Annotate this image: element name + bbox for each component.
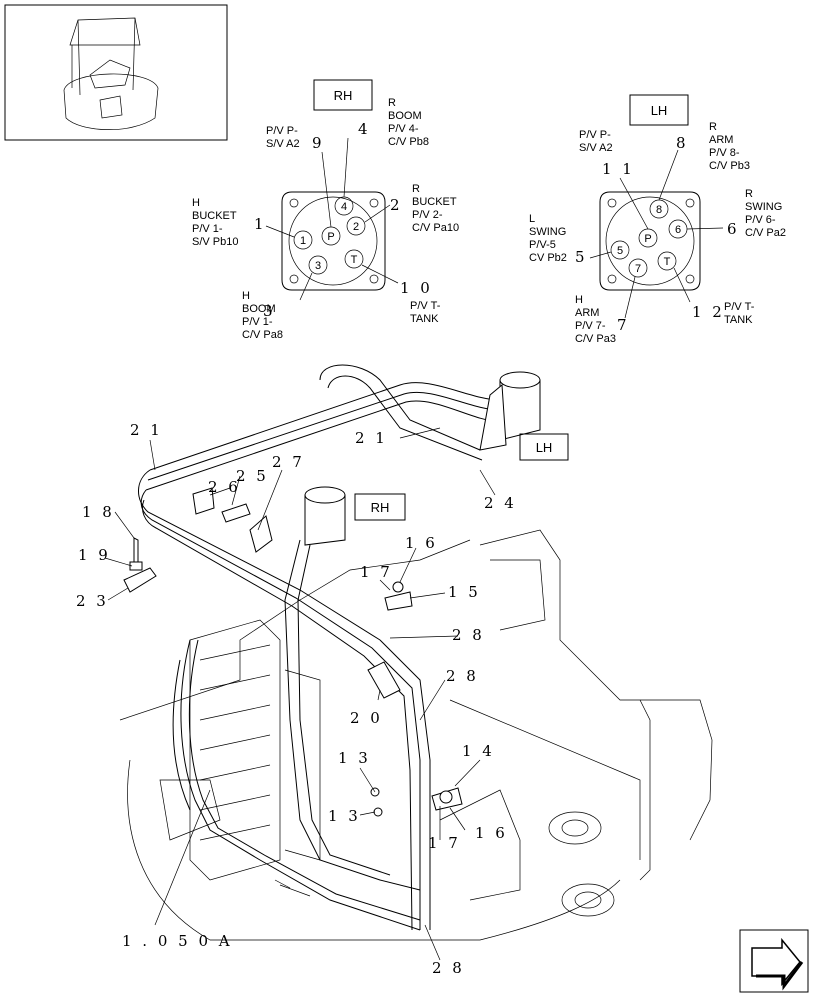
svg-text:T: T — [664, 256, 671, 268]
svg-text:4: 4 — [358, 120, 371, 138]
svg-text:6: 6 — [727, 220, 740, 238]
callout-26: 2 6 — [208, 478, 241, 496]
callout-25: 2 5 — [236, 467, 269, 485]
callout-21b: 2 1 — [355, 429, 388, 447]
callout-16a: 1 6 — [405, 534, 438, 552]
callout-28c: 2 8 — [432, 959, 465, 977]
rh-tag-box — [354, 493, 406, 521]
callout-13b: 1 3 — [328, 807, 361, 825]
svg-text:9: 9 — [312, 134, 325, 152]
svg-text:1 2: 1 2 — [692, 303, 725, 321]
rh-label-pvp: P/V P-S/V A2 — [266, 125, 300, 150]
lh-tag-box — [519, 433, 569, 461]
svg-text:5: 5 — [617, 245, 623, 257]
svg-text:1 1: 1 1 — [602, 160, 635, 178]
svg-text:T: T — [351, 254, 358, 266]
callout-23: 2 3 — [76, 592, 109, 610]
svg-text:7: 7 — [635, 263, 641, 275]
callout-14: 1 4 — [462, 742, 495, 760]
callout-27: 2 7 — [272, 453, 305, 471]
next-page-arrow-icon[interactable] — [739, 929, 809, 993]
svg-text:2: 2 — [390, 196, 403, 214]
rh-box-label: RH — [334, 88, 353, 103]
machine-thumbnail — [4, 4, 228, 141]
rh-tag: RH — [371, 500, 390, 515]
rh-box — [313, 79, 373, 111]
svg-text:7: 7 — [617, 316, 630, 334]
bolt-and-bracket — [123, 537, 157, 593]
grommets — [192, 487, 273, 553]
assembly-illustration: LH RH 2 1 2 1 2 4 2 6 2 5 2 — [76, 364, 713, 977]
svg-text:5: 5 — [575, 248, 588, 266]
lh-box — [629, 94, 689, 126]
callout-1050a: 1 . 0 5 0 A — [122, 932, 233, 950]
rh-pilot-valve-connector — [284, 486, 421, 891]
sleeve-20 — [367, 661, 401, 699]
clamp-15 — [384, 581, 413, 611]
svg-text:8: 8 — [676, 134, 689, 152]
callout-21a: 2 1 — [130, 421, 163, 439]
svg-text:2: 2 — [353, 221, 359, 233]
svg-text:P: P — [327, 231, 334, 243]
callout-labels: 2 1 2 1 2 4 2 6 2 5 2 7 1 8 1 9 2 3 1 6 … — [76, 421, 517, 977]
lh-label-pvp: P/V P-S/V A2 — [579, 129, 613, 154]
lh-box-label: LH — [651, 103, 668, 118]
callout-28b: 2 8 — [446, 667, 479, 685]
callout-16b: 1 6 — [475, 824, 508, 842]
lh-pilot-valve-connector — [479, 371, 541, 451]
svg-text:1: 1 — [254, 215, 267, 233]
svg-text:6: 6 — [675, 224, 681, 236]
callout-15: 1 5 — [448, 583, 481, 601]
svg-text:3: 3 — [315, 260, 321, 272]
svg-text:8: 8 — [656, 204, 662, 216]
callout-28a: 2 8 — [452, 626, 485, 644]
clamp-14 — [431, 787, 463, 811]
rh-label-tank: P/V T-TANK — [410, 300, 441, 325]
lh-label-tank: P/V T-TANK — [724, 301, 755, 326]
svg-text:1: 1 — [300, 235, 306, 247]
callout-17b: 1 7 — [428, 834, 461, 852]
callout-13a: 1 3 — [338, 749, 371, 767]
svg-text:1 0: 1 0 — [400, 279, 433, 297]
callout-24: 2 4 — [484, 494, 517, 512]
svg-text:4: 4 — [341, 201, 347, 213]
callout-17a: 1 7 — [360, 563, 393, 581]
callout-18: 1 8 — [82, 503, 115, 521]
callout-20: 2 0 — [350, 709, 383, 727]
callout-19: 1 9 — [78, 546, 111, 564]
svg-text:3: 3 — [263, 302, 276, 320]
svg-text:P: P — [644, 233, 651, 245]
lh-tag: LH — [536, 440, 553, 455]
